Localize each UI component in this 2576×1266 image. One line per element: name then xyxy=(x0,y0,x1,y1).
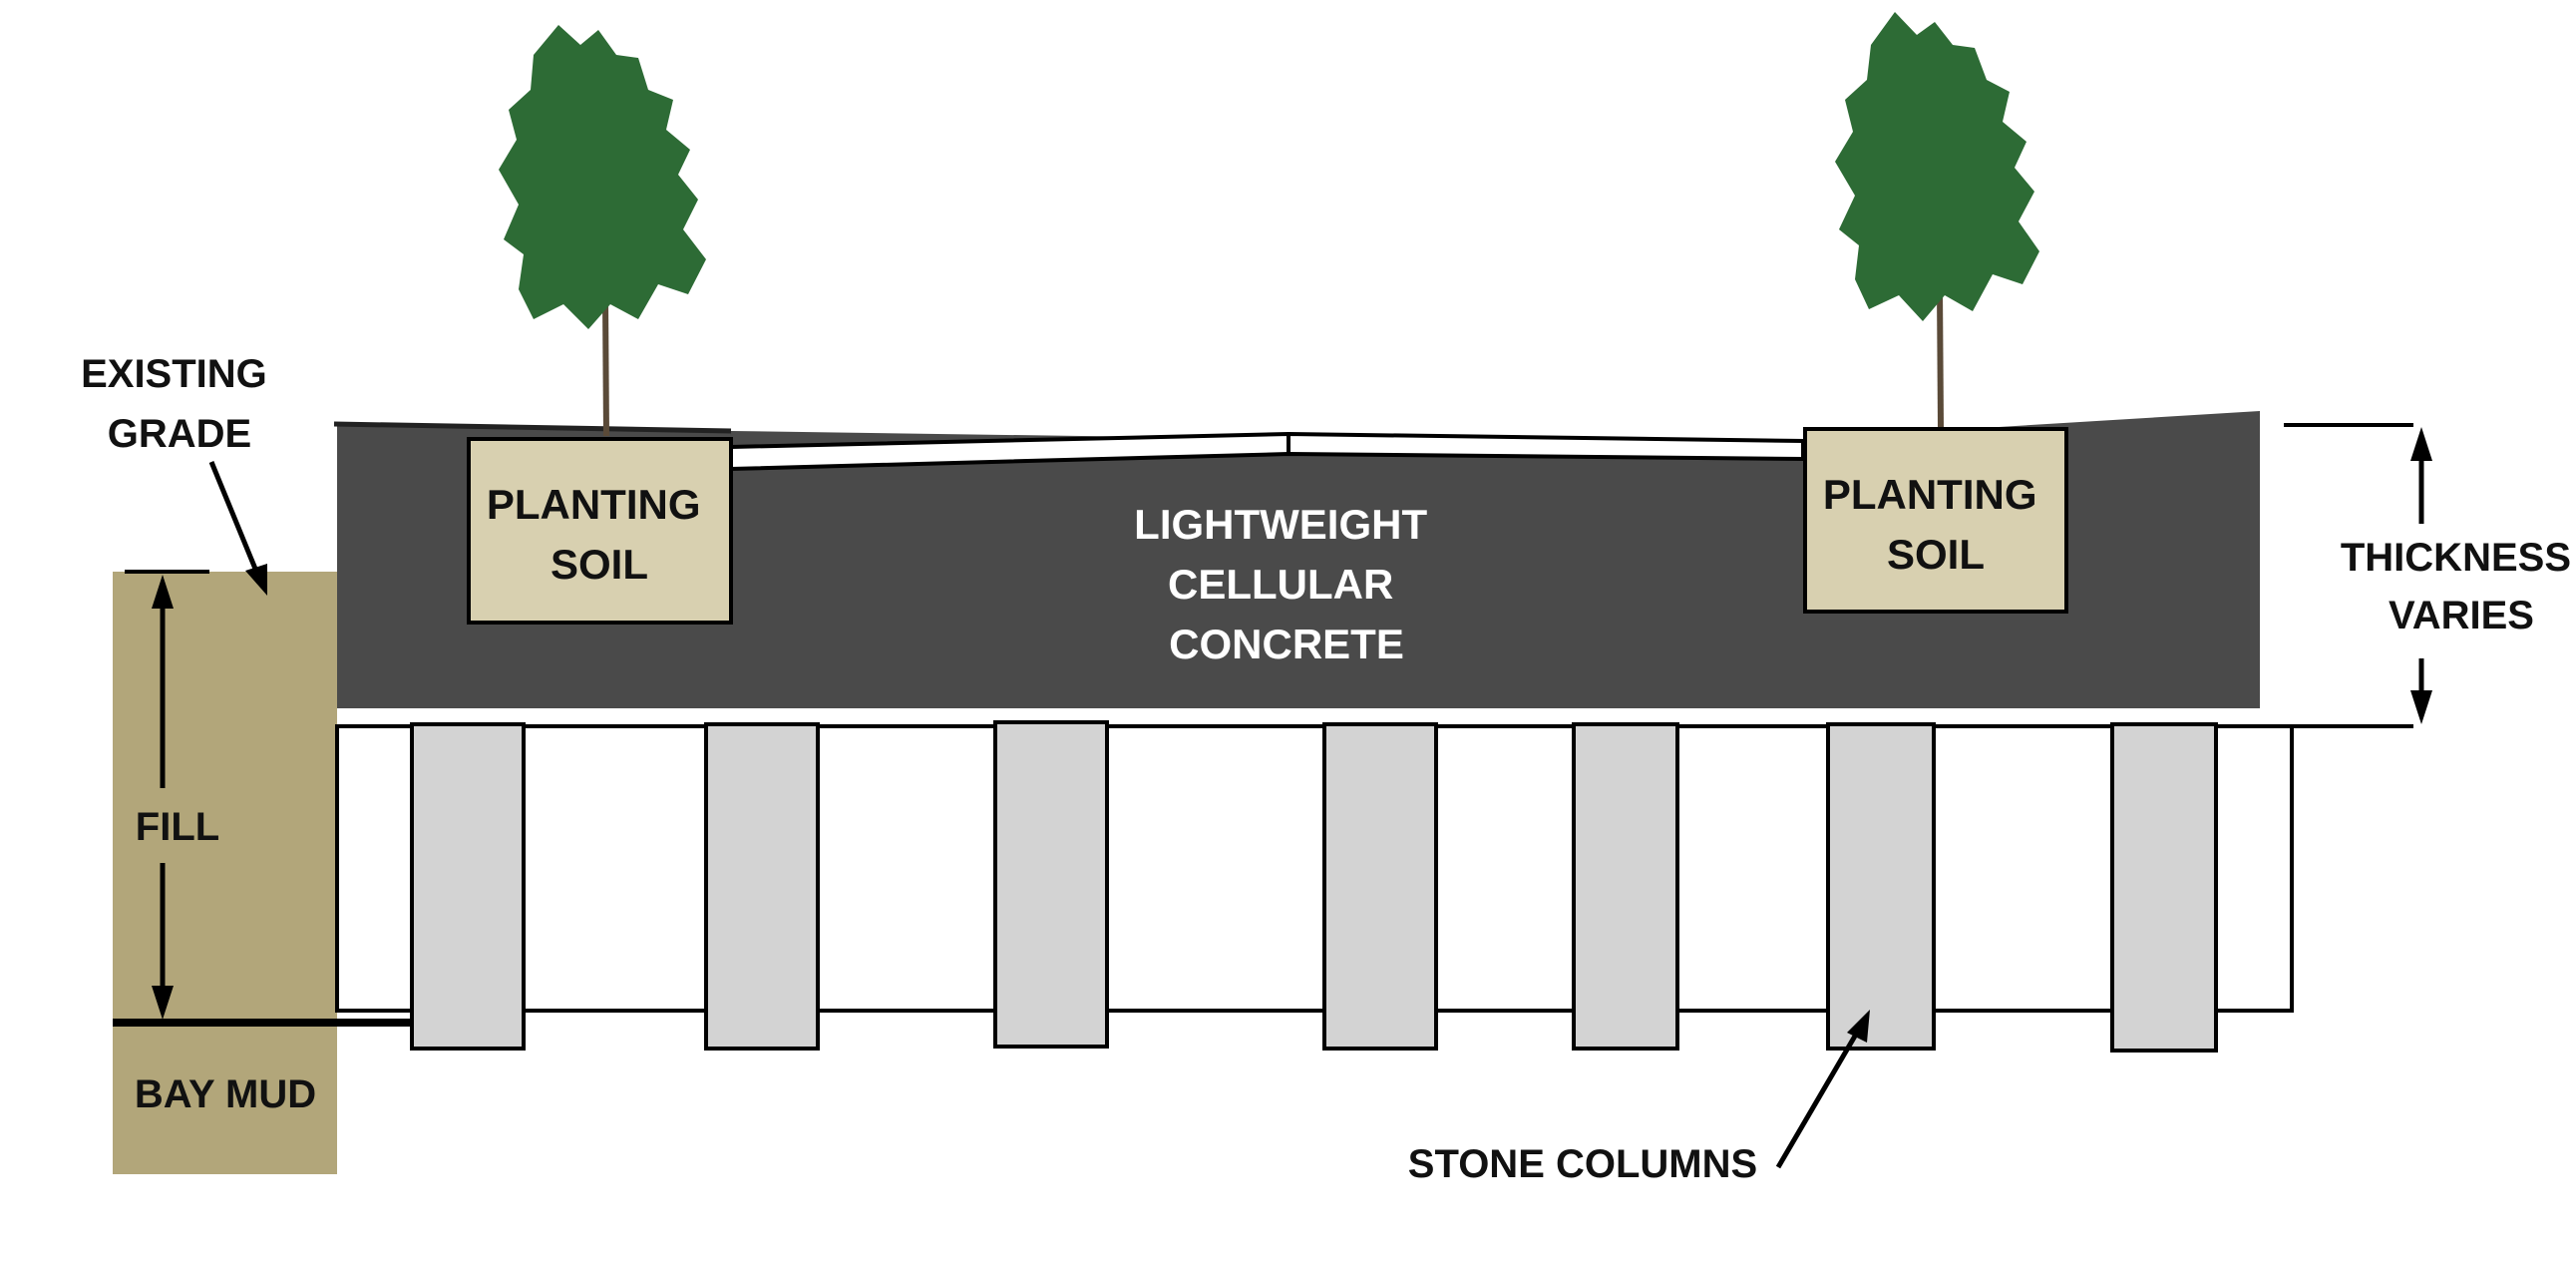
thickness-varies-label-line1: THICKNESS xyxy=(2341,536,2571,580)
stone-column xyxy=(993,720,1109,1049)
stone-columns-leader-arrowhead xyxy=(1847,1010,1870,1043)
lightweight-concrete-label: LIGHTWEIGHT CELLULAR CONCRETE xyxy=(1134,501,1439,667)
fill-label: FILL xyxy=(136,805,219,849)
fill-dimension xyxy=(125,570,209,1020)
tree-trunk xyxy=(1937,288,1944,428)
existing-grade-label: EXISTING GRADE xyxy=(81,352,278,456)
thickness-varies-label-line2: VARIES xyxy=(2389,594,2534,637)
stone-column xyxy=(1322,722,1438,1051)
fill-soil xyxy=(113,572,337,1023)
stone-columns xyxy=(410,720,2218,1053)
foundation-band xyxy=(335,724,2294,1013)
stone-column xyxy=(1826,722,1936,1051)
lightweight-concrete-label-line3: CONCRETE xyxy=(1169,621,1404,667)
stone-column xyxy=(704,722,820,1051)
bay-mud-soil xyxy=(113,1023,337,1174)
existing-grade-label-line1: EXISTING xyxy=(81,352,267,396)
existing-grade-leader-line xyxy=(208,461,260,575)
thickness-dimension xyxy=(2284,423,2432,728)
tree-trunk xyxy=(602,298,609,437)
planting-soil-label-left: PLANTING SOIL xyxy=(487,481,712,588)
existing-grade-leader xyxy=(208,461,267,596)
existing-grade-leader-arrowhead xyxy=(245,564,267,596)
planting-soil-label-right-line2: SOIL xyxy=(1887,531,1985,578)
existing-grade-line xyxy=(333,421,732,434)
tree-icon xyxy=(499,25,706,437)
planting-soil-box-right xyxy=(1803,427,2068,614)
stone-column xyxy=(2110,722,2218,1053)
stone-columns-leader xyxy=(1775,1010,1870,1169)
planting-soil-label-right-line1: PLANTING xyxy=(1823,471,2037,518)
tree-icon xyxy=(1835,12,2039,428)
fill-dimension-arrow-down xyxy=(152,986,174,1020)
stone-columns-leader-line xyxy=(1775,1031,1860,1169)
lightweight-concrete-label-line2: CELLULAR xyxy=(1168,561,1393,608)
thickness-arrow-up xyxy=(2410,427,2432,461)
planting-soil-label-right: PLANTING SOIL xyxy=(1823,471,2048,578)
planting-soil-label-left-line2: SOIL xyxy=(551,541,648,588)
stone-column xyxy=(410,722,526,1051)
planting-soil-label-left-line1: PLANTING xyxy=(487,481,701,528)
tree-foliage xyxy=(499,25,706,329)
fill-soil-block xyxy=(113,572,419,1174)
tree-foliage xyxy=(1835,12,2039,321)
lightweight-concrete-label-line1: LIGHTWEIGHT xyxy=(1134,501,1427,548)
thickness-arrow-down xyxy=(2410,690,2432,724)
stone-column xyxy=(1572,722,1679,1051)
stone-columns-label: STONE COLUMNS xyxy=(1408,1142,1757,1186)
lightweight-concrete-fill xyxy=(337,411,2260,708)
bay-mud-label: BAY MUD xyxy=(135,1072,316,1116)
existing-grade-label-line2: GRADE xyxy=(108,412,251,456)
fill-dimension-arrow-up xyxy=(152,575,174,609)
thickness-varies-label: THICKNESS VARIES xyxy=(2341,536,2576,637)
planting-soil-box-left xyxy=(467,437,733,625)
